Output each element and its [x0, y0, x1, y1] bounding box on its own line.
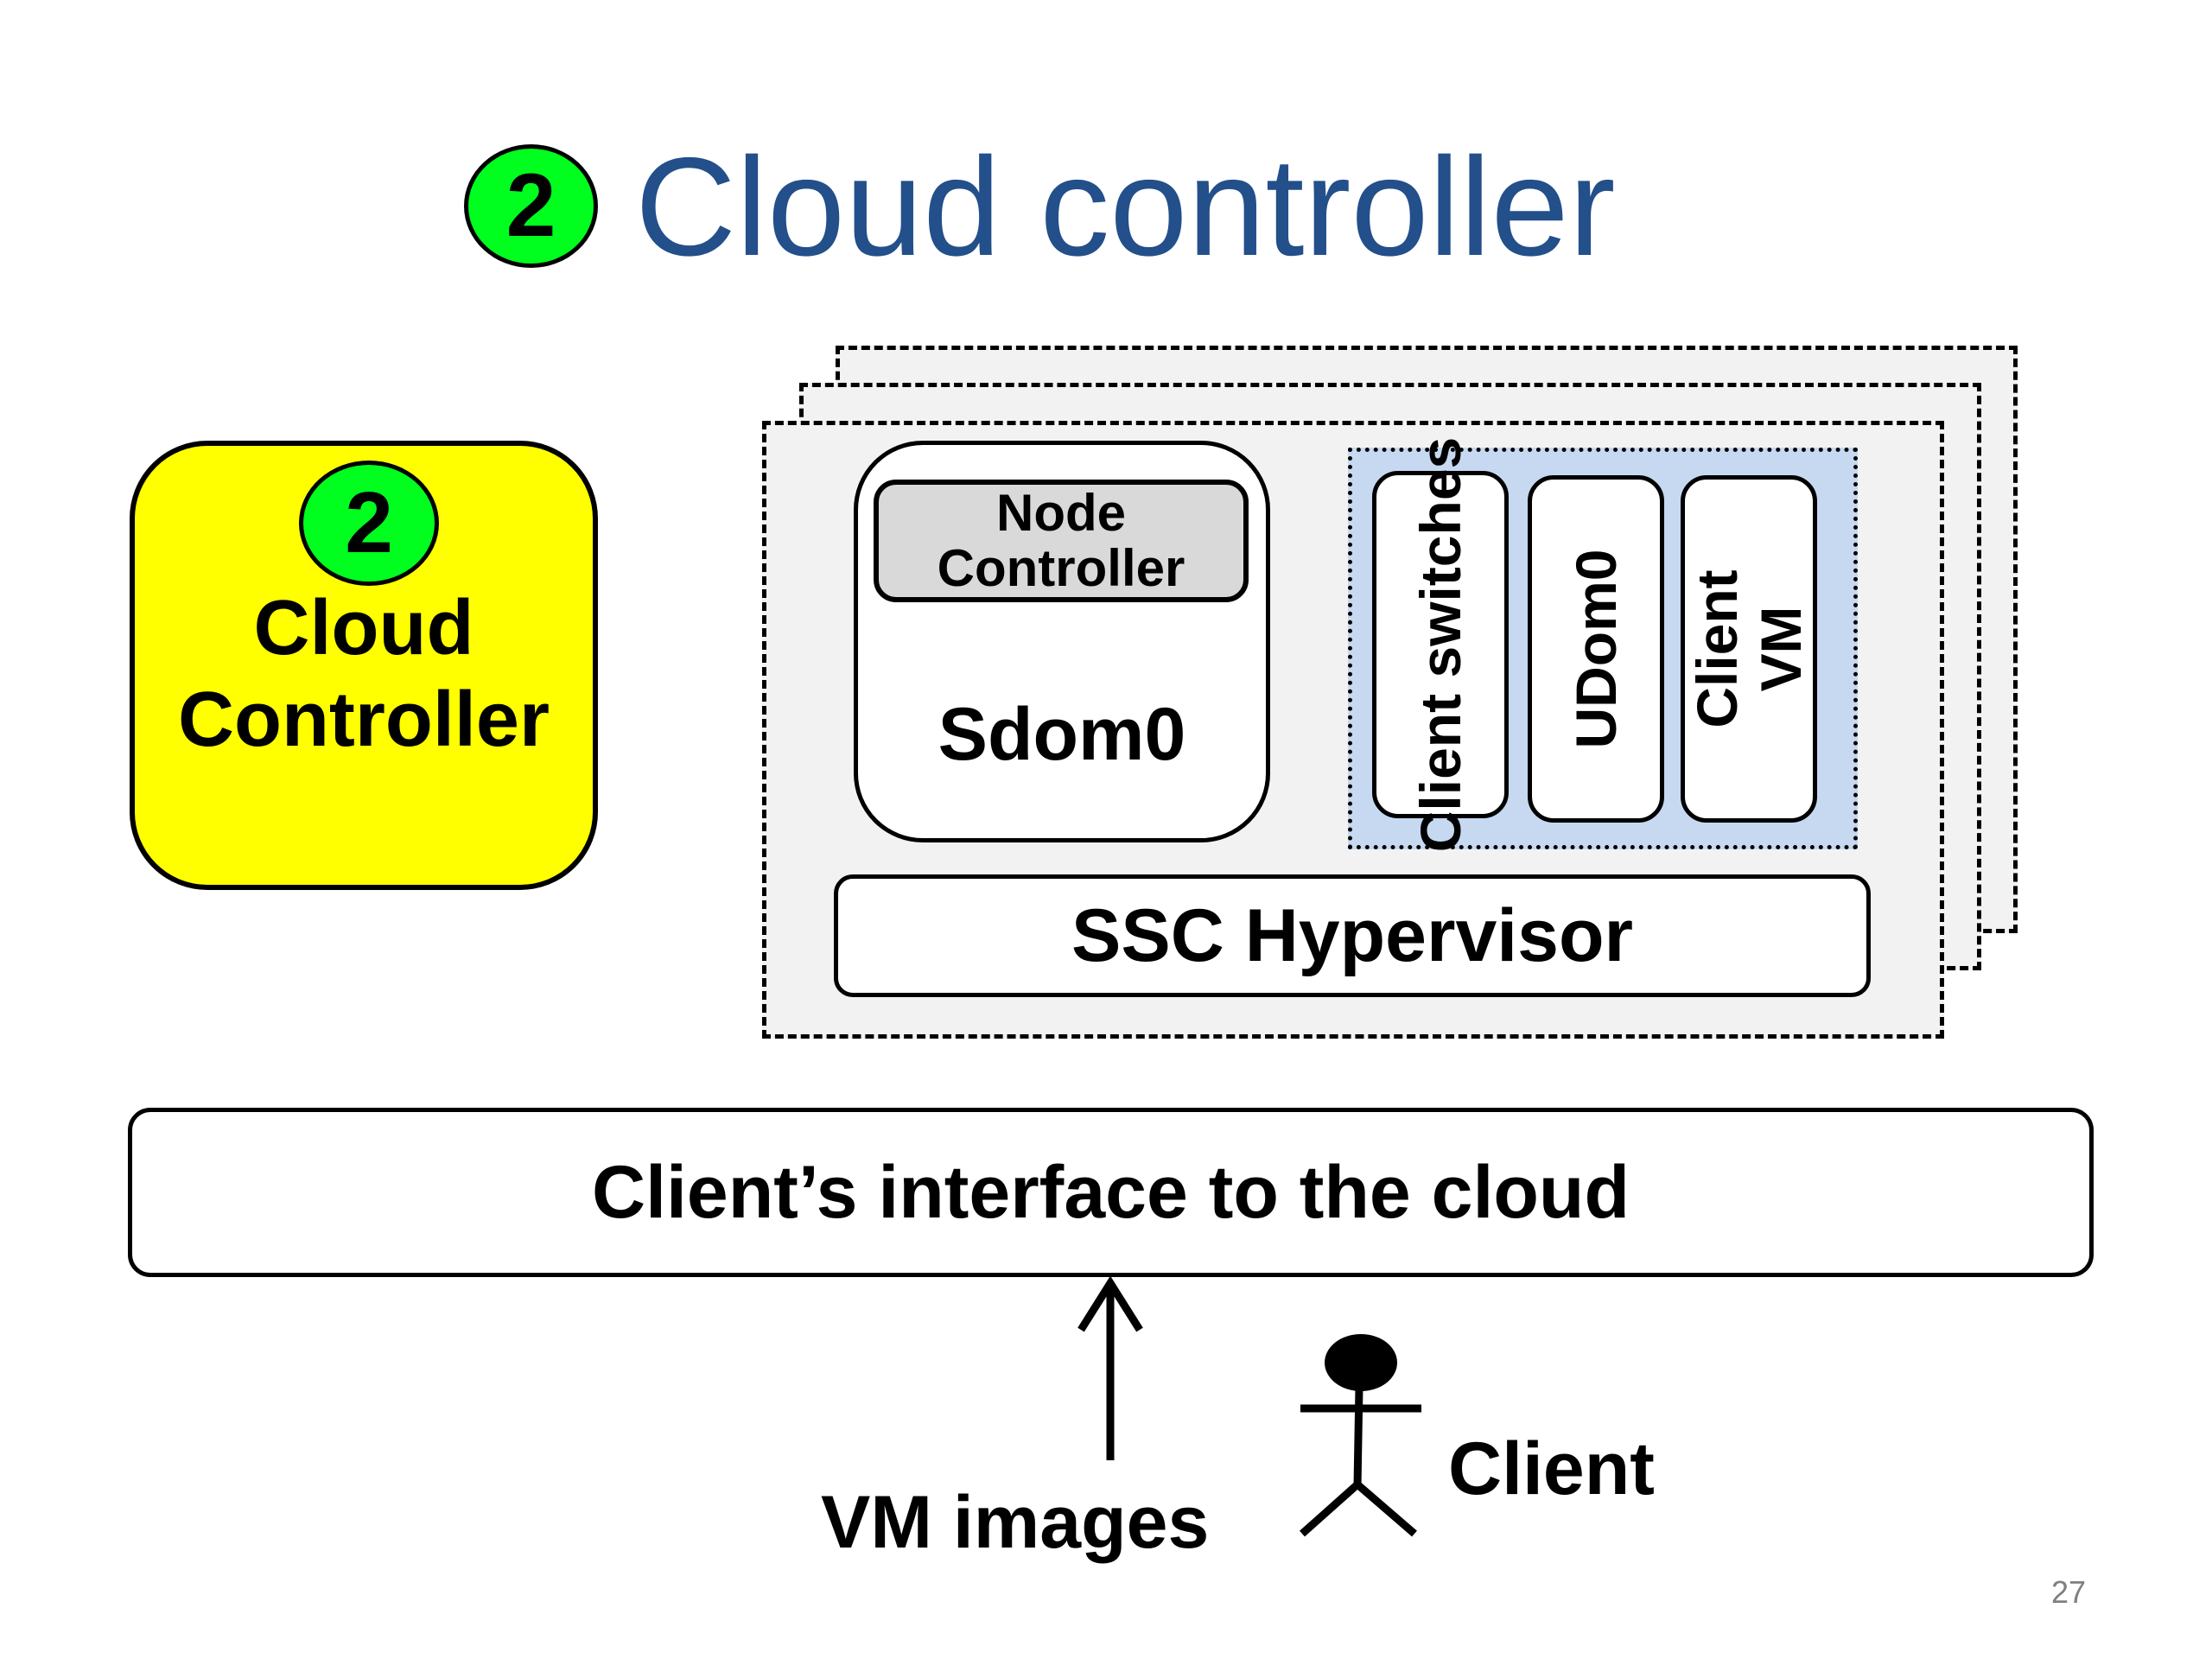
page-title: Cloud controller [635, 129, 1616, 285]
udom0-label: UDom0 [1564, 549, 1628, 749]
client-switches-box: Client switches [1372, 437, 1509, 852]
client-interface-box: Client’s interface to the cloud [128, 1108, 2094, 1277]
vm-images-label: VM images [821, 1481, 1210, 1564]
ssc-hypervisor-box: SSC Hypervisor [834, 874, 1871, 997]
node-controller-box: Node Controller [874, 480, 1249, 602]
client-label: Client [1448, 1427, 1655, 1510]
client-person-icon [1300, 1334, 1421, 1537]
client-vm-box: Client VM [1681, 475, 1817, 823]
client-switches-label: Client switches [1408, 436, 1472, 853]
udom0-box: UDom0 [1528, 475, 1664, 823]
cloud-controller-step-badge: 2 [299, 461, 439, 586]
sdom0-label: Sdom0 [938, 693, 1186, 776]
cloud-controller-box: 2 Cloud Controller [130, 441, 598, 890]
client-vm-label: Client VM [1685, 569, 1813, 728]
page-number: 27 [2051, 1574, 2087, 1610]
cloud-controller-label: Cloud Controller [177, 585, 550, 763]
upload-arrow-icon [1077, 1275, 1143, 1460]
sdom0-box: Node Controller Sdom0 [854, 441, 1270, 842]
title-step-badge: 2 [464, 144, 598, 268]
